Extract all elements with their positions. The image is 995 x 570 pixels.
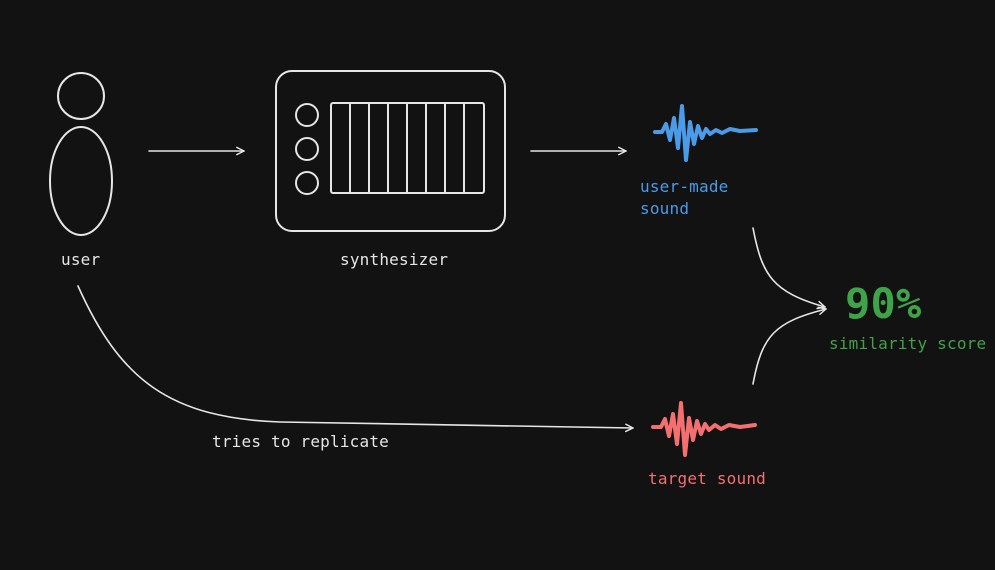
waveform-icon <box>651 401 757 457</box>
synthesizer-icon <box>275 70 506 232</box>
user-label: user <box>61 250 101 269</box>
person-icon <box>49 72 113 236</box>
arrow-usersound-to-score <box>752 227 826 310</box>
synthesizer-label: synthesizer <box>340 250 449 269</box>
arrow-target-to-score <box>752 306 827 385</box>
user-sound-label: user-made sound <box>640 177 729 218</box>
tries-label: tries to replicate <box>212 432 389 451</box>
target-sound-label: target sound <box>648 469 766 488</box>
arrow-user-to-target <box>77 285 634 433</box>
score-value: 90% <box>845 279 922 328</box>
waveform-icon <box>653 104 758 162</box>
score-label: similarity score <box>829 334 987 353</box>
